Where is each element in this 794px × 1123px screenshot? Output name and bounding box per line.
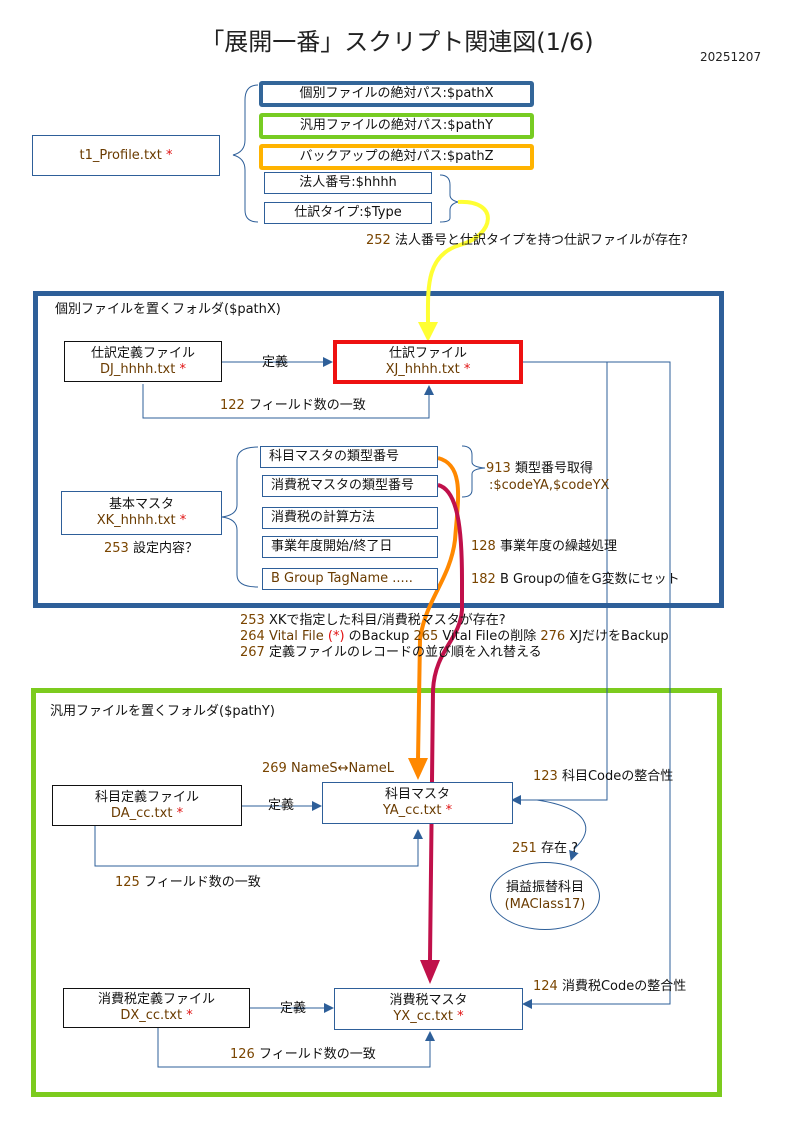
- corp-number-item: 法人番号:$hhhh: [264, 172, 432, 194]
- folder-x-frame: [33, 291, 724, 608]
- check-125-label: 125 フィールド数の一致: [115, 875, 261, 890]
- check-123-label: 123 科目Codeの整合性: [533, 769, 674, 784]
- check-126-label: 126 フィールド数の一致: [230, 1047, 376, 1062]
- check-122-label: 122 フィールド数の一致: [220, 398, 366, 413]
- check-182-label: 182 B Groupの値をG変数にセット: [471, 572, 680, 587]
- id-brace: [439, 174, 459, 223]
- folder-y-title: 汎用ファイルを置くフォルダ($pathY): [50, 704, 275, 719]
- yx-file-box: 消費税マスタ YX_cc.txt *: [334, 988, 523, 1030]
- da-file-box: 科目定義ファイル DA_cc.txt *: [52, 785, 242, 826]
- profile-file-name: t1_Profile.txt: [79, 147, 162, 163]
- xk-item-tax-calc: 消費税の計算方法: [262, 507, 438, 529]
- path-z-item: バックアップの絶対パス:$pathZ: [259, 144, 534, 170]
- path-y-item: 汎用ファイルの絶対パス:$pathY: [259, 113, 534, 139]
- xk-item-bgroup: B Group TagName .....: [262, 568, 438, 590]
- dx-file-box: 消費税定義ファイル DX_cc.txt *: [63, 988, 250, 1028]
- pl-transfer-ellipse: 損益振替科目 (MAClass17): [490, 862, 600, 930]
- folder-x-title: 個別ファイルを置くフォルダ($pathX): [55, 302, 281, 317]
- xk-file-box: 基本マスタ XK_hhhh.txt *: [61, 491, 222, 535]
- note-253: 253 XKで指定した科目/消費税マスタが存在?: [240, 613, 506, 628]
- ya-file-box: 科目マスタ YA_cc.txt *: [322, 782, 513, 824]
- xk-item-fiscal-year: 事業年度開始/終了日: [262, 536, 438, 558]
- check-252-label: 252 法人番号と仕訳タイプを持つ仕訳ファイルが存在?: [366, 233, 688, 248]
- required-star: *: [165, 147, 173, 163]
- code-vars-label: :$codeYA,$codeYX: [489, 478, 610, 493]
- xj-file-box: 仕訳ファイル XJ_hhhh.txt *: [333, 340, 523, 384]
- da-define-label: 定義: [268, 798, 295, 813]
- profile-brace: [232, 84, 259, 223]
- note-264-265-276: 264 Vital File (*) のBackup 265 Vital Fil…: [240, 629, 669, 644]
- check-269-label: 269 NameS↔NameL: [262, 761, 395, 776]
- note-267: 267 定義ファイルのレコードの並び順を入れ替える: [240, 645, 542, 660]
- document-date: 20251207: [700, 50, 762, 64]
- check-253-settings-label: 253 設定内容？: [104, 541, 198, 556]
- path-x-item: 個別ファイルの絶対パス:$pathX: [259, 81, 534, 107]
- xk-item-tax-type: 消費税マスタの類型番号: [262, 475, 438, 497]
- check-251-label: 251 存在 ?: [512, 841, 578, 856]
- profile-file-box: t1_Profile.txt *: [32, 135, 220, 176]
- dx-define-label: 定義: [280, 1001, 307, 1016]
- page-title: 「展開一番」スクリプト関連図(1/6): [200, 28, 594, 56]
- dj-file-box: 仕訳定義ファイル DJ_hhhh.txt *: [64, 341, 222, 382]
- check-913-label: 913 類型番号取得: [486, 461, 593, 476]
- folder-y-frame: [31, 688, 722, 1097]
- xk-item-account-type: 科目マスタの類型番号: [260, 446, 438, 468]
- dj-define-label: 定義: [262, 355, 289, 370]
- journal-type-item: 仕訳タイプ:$Type: [264, 202, 432, 224]
- check-124-label: 124 消費税Codeの整合性: [533, 979, 687, 994]
- check-128-label: 128 事業年度の繰越処理: [471, 539, 617, 554]
